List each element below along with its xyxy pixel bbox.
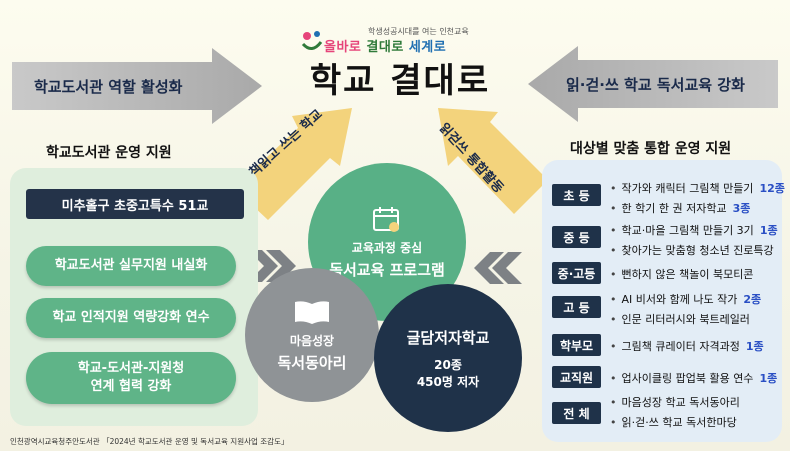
item-count: 1종	[745, 340, 764, 353]
reading-club-line1: 마음성장	[289, 333, 335, 348]
right-yellow-arrow	[438, 108, 548, 214]
tag-high: 고 등	[552, 296, 601, 318]
slogan-part-3: 세계로	[408, 40, 447, 55]
tag-all: 전 체	[552, 402, 601, 424]
right-arrow-label: 읽·걷·쓰 학교 독서교육 강화	[566, 76, 745, 94]
calendar-icon	[373, 206, 399, 232]
logo-emblem-icon	[301, 31, 323, 50]
item-text: 읽·걷·쓰 학교 독서한마당	[621, 416, 737, 429]
item-count: 3종	[732, 202, 751, 215]
reading-club-line2: 독서동아리	[277, 353, 347, 372]
item-text: 한 학기 한 권 저자학교	[621, 202, 727, 215]
double-chevron-left-icon	[474, 252, 522, 284]
list-item: •마음성장 학교 독서동아리	[610, 396, 740, 409]
book-icon	[295, 300, 329, 324]
item-text: 작가와 캐릭터 그림책 만들기	[621, 182, 754, 195]
tag-parents: 학부모	[552, 334, 601, 356]
author-school-circle: 글담저자학교 20종 450명 저자	[374, 284, 522, 432]
support-pill-3: 학교-도서관-지원청 연계 협력 강화	[26, 352, 236, 404]
author-school-title: 글담저자학교	[406, 328, 490, 347]
item-text: 학교·마을 그림책 만들기 3기	[621, 224, 754, 237]
tag-middle-high: 중·고등	[552, 262, 601, 284]
slogan-part-2: 결대로	[366, 40, 409, 55]
page-title: 학교 결대로	[309, 60, 491, 101]
item-count: 2종	[743, 293, 762, 306]
item-text: 마음성장 학교 독서동아리	[621, 396, 740, 409]
item-count: 12종	[759, 182, 785, 195]
list-item: •뻔하지 않은 책놀이 북모티콘	[610, 268, 754, 281]
list-item: •찾아가는 맞춤형 청소년 진로특강	[610, 244, 774, 257]
tag-staff: 교직원	[552, 366, 601, 388]
item-text: 그림책 큐레이터 자격과정	[621, 340, 740, 353]
tag-elementary: 초 등	[552, 184, 601, 206]
schools-count-bar: 미추홀구 초중고특수 51교	[26, 189, 244, 219]
tag-middle: 중 등	[552, 226, 601, 248]
left-yellow-arrow	[234, 108, 352, 220]
item-count: 1종	[759, 224, 778, 237]
slogan-part-1: 올바로	[324, 40, 367, 55]
item-text: 업사이클링 팝업북 활용 연수	[621, 372, 754, 385]
right-big-arrow	[528, 46, 778, 122]
item-text: AI 비서와 함께 나도 작가	[621, 293, 738, 306]
support-pill-1: 학교도서관 실무지원 내실화	[26, 246, 236, 286]
curriculum-line1: 교육과정 중심	[351, 240, 423, 255]
author-school-authors: 450명 저자	[416, 374, 480, 389]
support-pill-2: 학교 인적지원 역량강화 연수	[26, 298, 236, 338]
item-text: 찾아가는 맞춤형 청소년 진로특강	[621, 244, 774, 257]
item-text: 뻔하지 않은 책놀이 북모티콘	[621, 268, 754, 281]
left-section-heading: 학교도서관 운영 지원	[46, 145, 172, 161]
list-item: •인문 리터러시와 북트레일러	[610, 313, 750, 326]
item-text: 인문 리터러시와 북트레일러	[621, 313, 750, 326]
list-item: •읽·걷·쓰 학교 독서한마당	[610, 416, 737, 429]
left-big-arrow	[12, 48, 262, 124]
reading-club-circle: 마음성장 독서동아리	[245, 268, 379, 402]
right-section-heading: 대상별 맞춤 통합 운영 지원	[570, 141, 732, 157]
author-school-count: 20종	[434, 357, 462, 372]
footer-source: 인천광역시교육청주안도서관 「2024년 학교도서관 운영 및 독서교육 지원사…	[10, 437, 289, 446]
logo-slogan: 올바로 결대로 세계로	[324, 36, 446, 55]
item-count: 1종	[759, 372, 778, 385]
left-arrow-label: 학교도서관 역할 활성화	[34, 78, 183, 96]
logo-tagline: 학생성공시대를 여는 인천교육	[368, 27, 469, 36]
curriculum-line2: 독서교육 프로그램	[329, 260, 445, 279]
